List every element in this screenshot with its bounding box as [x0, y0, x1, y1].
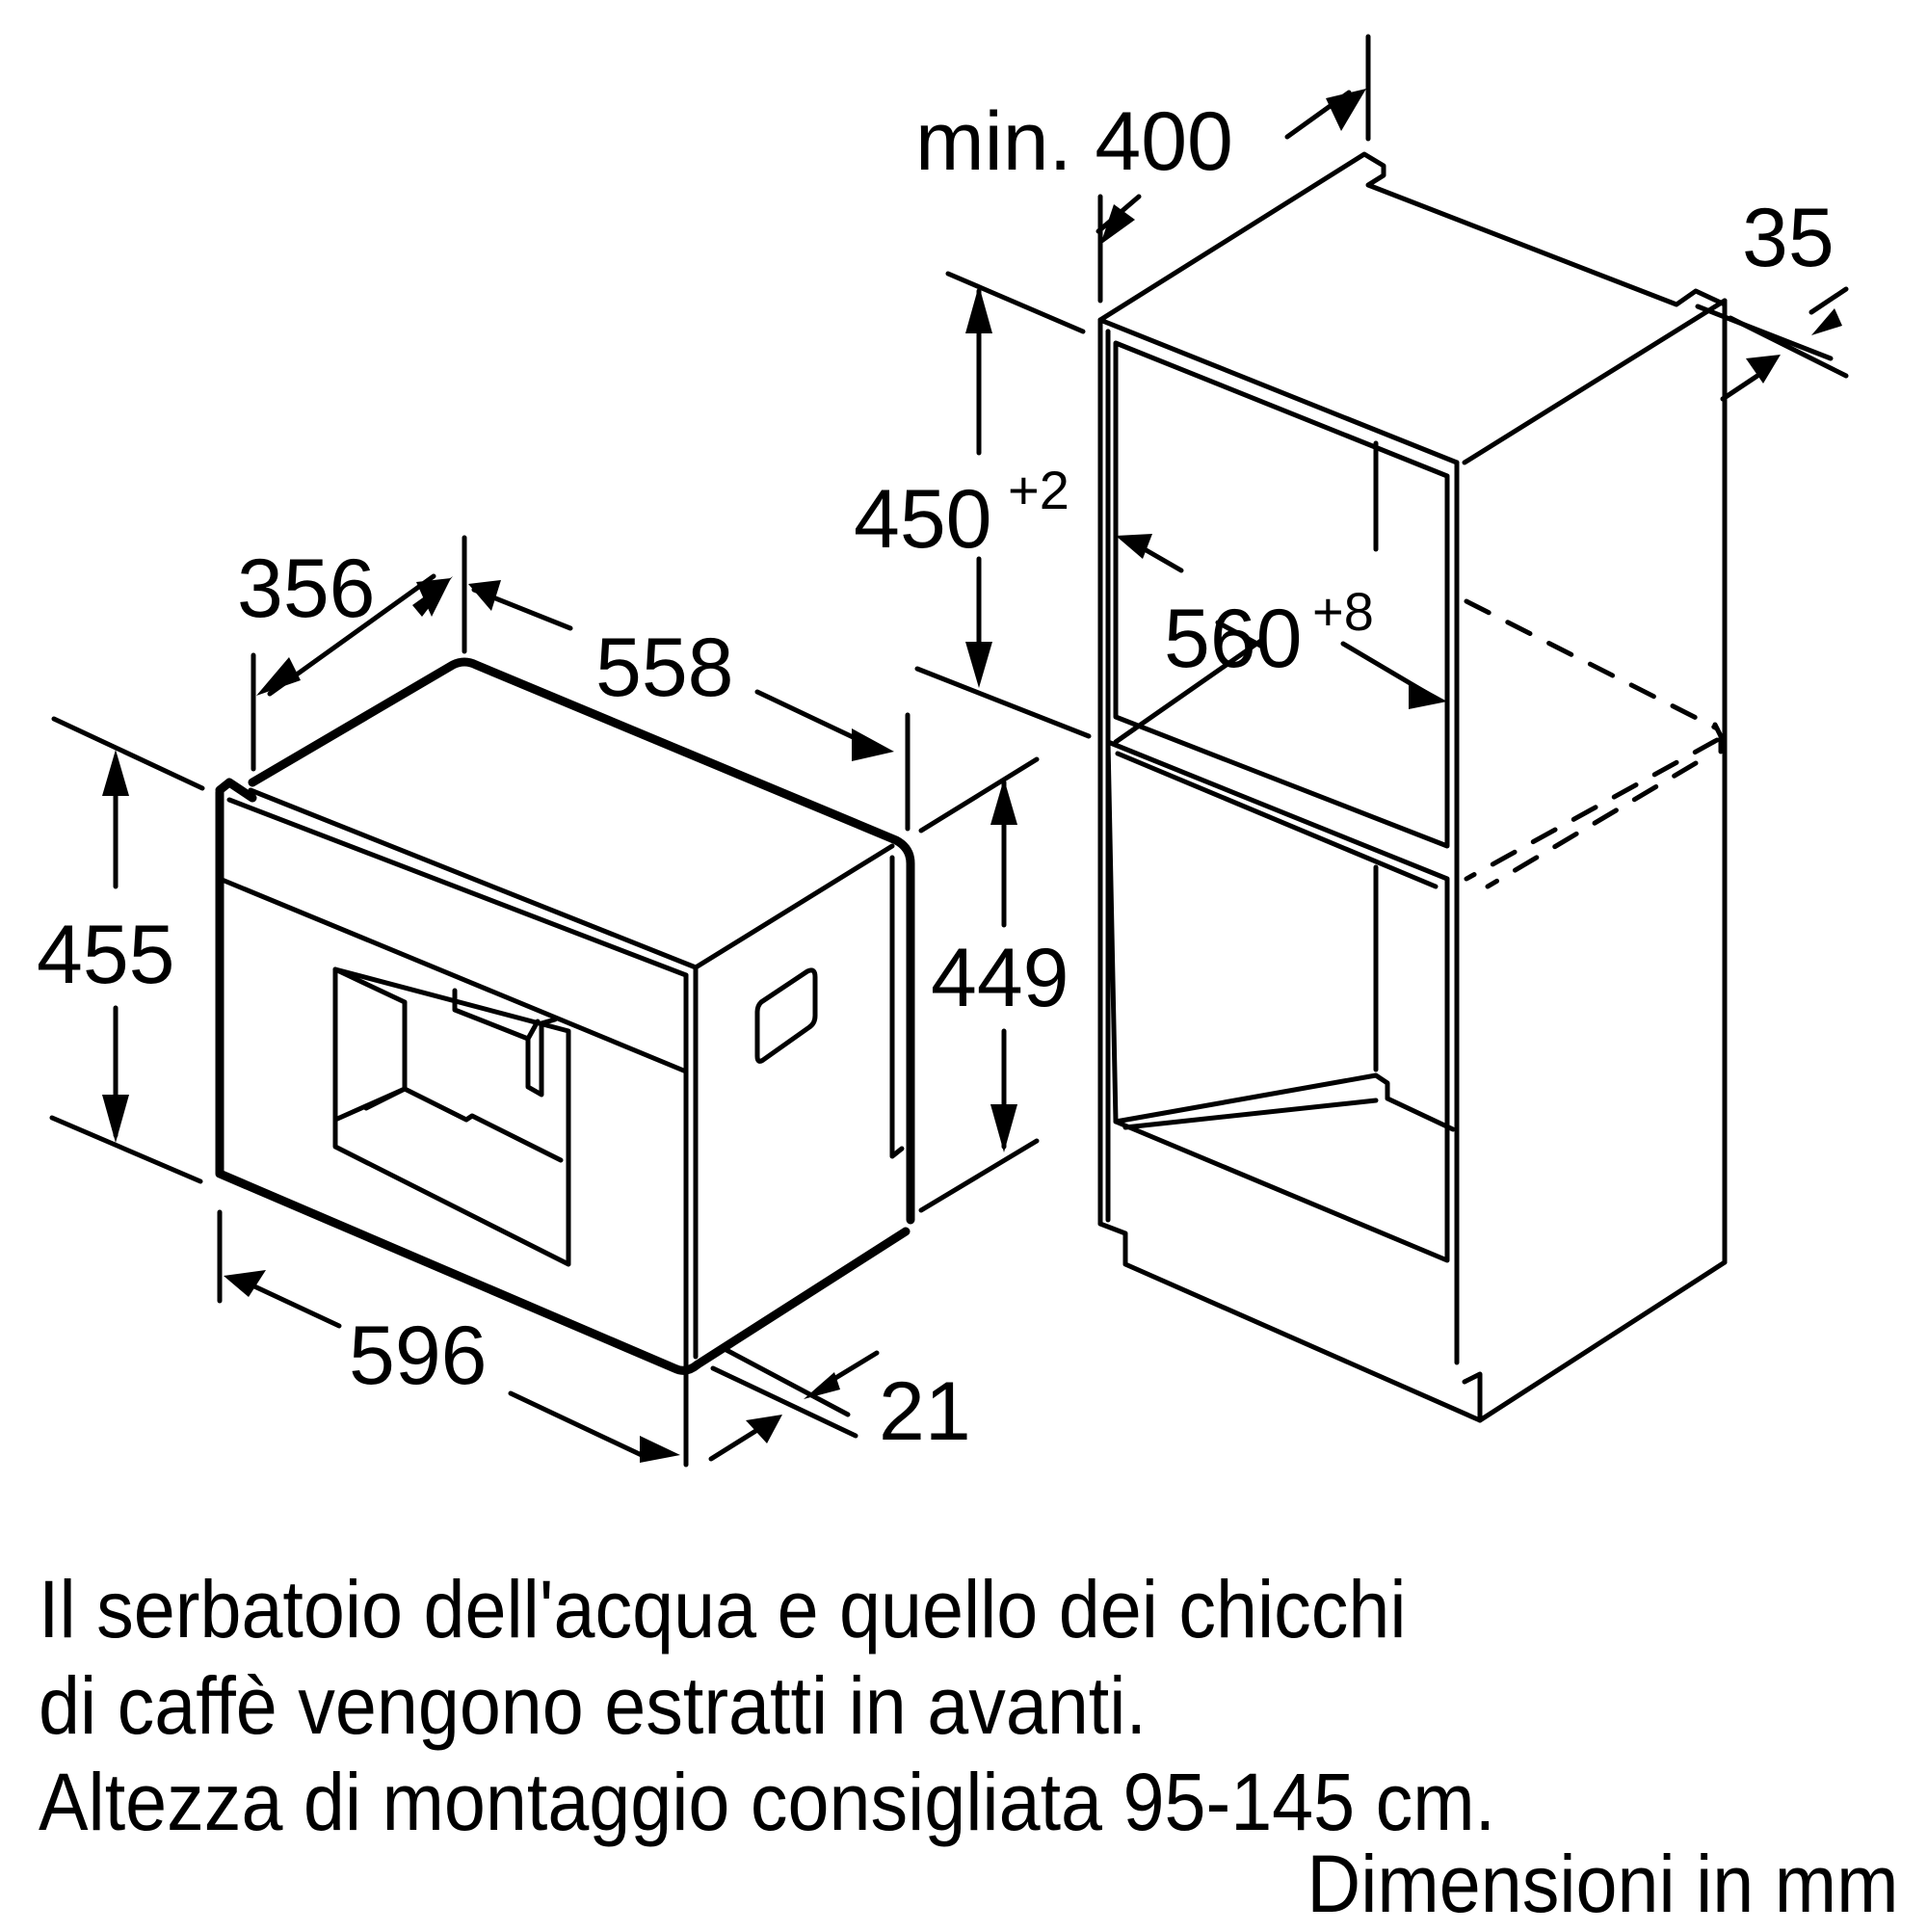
dim-450: 450 — [854, 473, 992, 566]
note-line-1: Il serbatoio dell'acqua e quello dei chi… — [39, 1564, 1407, 1654]
dim-560-tolerance: +8 — [1312, 581, 1374, 642]
dim-455: 455 — [37, 909, 175, 1001]
appliance-dimension-lines — [49, 535, 1040, 1468]
dim-558: 558 — [595, 622, 734, 714]
dim-449: 449 — [931, 932, 1069, 1024]
appliance-drawing — [215, 657, 915, 1375]
dim-560: 560 — [1164, 593, 1303, 685]
dim-35: 35 — [1742, 192, 1835, 284]
dimension-labels: 356 558 455 449 596 21 min. 400 450 +2 5… — [37, 95, 1835, 1458]
cabinet-drawing — [1097, 151, 1728, 1423]
note-line-3: Altezza di montaggio consigliata 95-145 … — [39, 1757, 1496, 1847]
dim-596: 596 — [349, 1310, 488, 1402]
cabinet-dimension-lines — [914, 34, 1849, 745]
units-label: Dimensioni in mm — [1306, 1839, 1898, 1929]
dim-356: 356 — [237, 543, 376, 635]
dim-450-tolerance: +2 — [1008, 460, 1069, 520]
note-line-2: di caffè vengono estratti in avanti. — [39, 1660, 1147, 1751]
installation-notes: Il serbatoio dell'acqua e quello dei chi… — [39, 1561, 1927, 1850]
dim-21: 21 — [879, 1365, 971, 1458]
dim-min-400: min. 400 — [915, 95, 1233, 188]
